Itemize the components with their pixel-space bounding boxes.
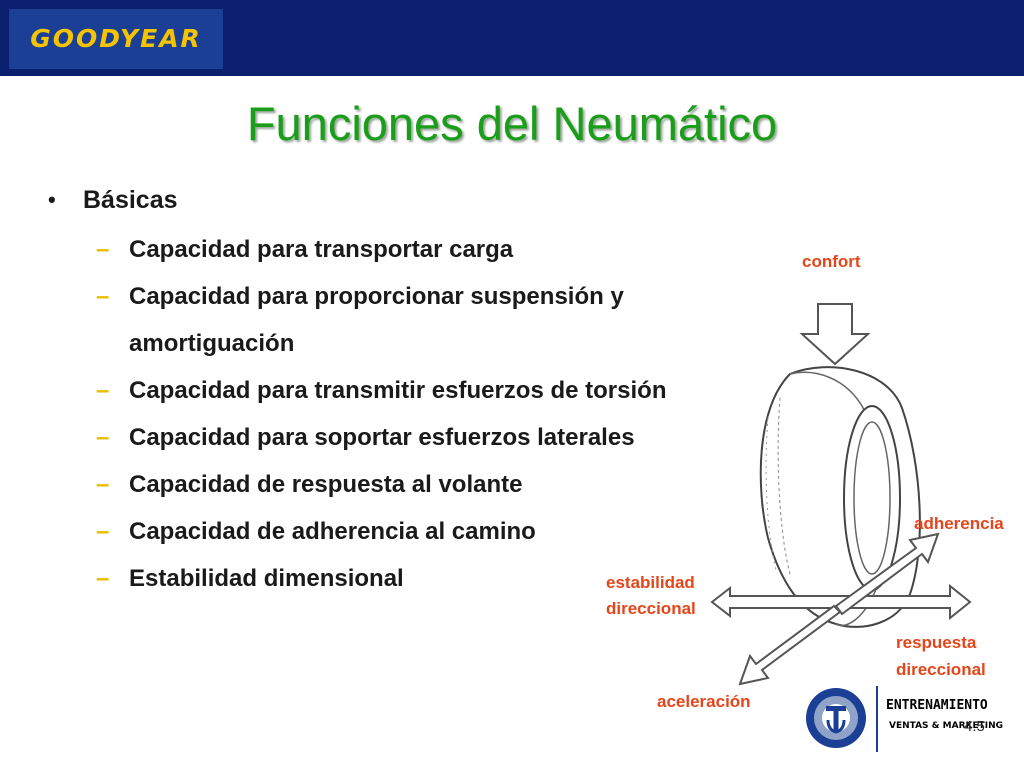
dash-marker: – [96,471,110,498]
bullet-label: Básicas [83,186,178,214]
footer-divider [876,686,878,752]
goodyear-logo: GOODYEAR [8,8,224,70]
dash-marker: – [96,565,110,592]
subitem-estabilidad: – Estabilidad dimensional [48,555,749,602]
arrow-diagonal-up-icon [834,532,940,616]
dash-marker: – [96,377,110,404]
tire-diagram [710,303,972,686]
subitem-adherencia: – Capacidad de adherencia al camino [48,508,749,555]
label-confort: confort [802,252,861,271]
subitem-torsion: – Capacidad para transmitir esfuerzos de… [48,367,749,414]
dash-marker: – [96,424,110,451]
subitem-volante: – Capacidad de respuesta al volante [48,461,749,508]
subitem-suspension: – Capacidad para proporcionar suspensión… [48,273,749,367]
subitem-text: Capacidad de adherencia al camino [129,518,536,545]
subitem-laterales: – Capacidad para soportar esfuerzos late… [48,414,749,461]
label-respuesta-line2: direccional [896,660,986,679]
subitem-carga: – Capacidad para transportar carga [48,226,749,273]
subitem-text: Capacidad de respuesta al volante [129,471,523,498]
label-estabilidad-line1: estabilidad [606,573,695,592]
bullet-basicas: • Básicas [48,182,748,218]
label-aceleracion: aceleración [657,692,751,711]
tire-tread-line [777,397,791,575]
tire-rim-icon [853,421,891,575]
label-estabilidad-line2: direccional [606,599,696,618]
tire-tread-line [765,417,777,571]
bullet-list: • Básicas – Capacidad para transportar c… [48,182,748,602]
subitem-text: Capacidad para transportar carga [129,236,514,263]
slide-title: Funciones del Neumático [246,97,778,150]
training-emblem-icon [806,688,866,748]
dash-marker: – [96,236,110,263]
logo-text: GOODYEAR [30,24,202,53]
bullet-marker: • [48,187,56,212]
subitem-text: Capacidad para soportar esfuerzos latera… [129,424,635,451]
label-respuesta-line1: respuesta [896,633,977,652]
arrow-down-icon [799,303,871,366]
dash-marker: – [96,518,110,545]
header-bar: GOODYEAR [0,0,1024,76]
footer-training-subtitle: VENTAS & MARKETING [889,721,1004,731]
arrow-diagonal-down-icon [738,604,842,686]
label-adherencia: adherencia [914,514,1004,533]
dash-marker: – [96,283,110,310]
footer-training-title: ENTRENAMIENTO [886,698,988,713]
subitem-text: Estabilidad dimensional [129,565,404,592]
subitem-text: Capacidad para transmitir esfuerzos de t… [129,377,667,404]
subitem-text: Capacidad para proporcionar suspensión y… [129,283,624,357]
page-number: 4.5 [964,718,985,735]
